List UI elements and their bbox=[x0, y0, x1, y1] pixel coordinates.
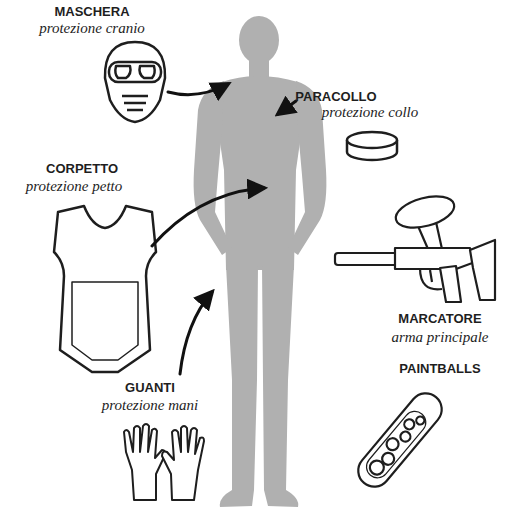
part-description: protezione mani bbox=[102, 397, 199, 413]
player-silhouette-part bbox=[220, 265, 258, 507]
part-name: GUANTI bbox=[125, 380, 175, 395]
part-name-wrap: PAINTBALLS bbox=[399, 361, 480, 376]
part-description: protezione petto bbox=[26, 178, 123, 194]
marker-gun-icon-part bbox=[392, 191, 457, 234]
part-name-wrap: MASCHERA bbox=[54, 4, 129, 19]
gloves-icon-part bbox=[124, 424, 165, 500]
leader-arrows-part bbox=[168, 84, 228, 95]
marker-gun-icon-part bbox=[335, 253, 397, 265]
part-name-wrap: CORPETTO bbox=[46, 161, 118, 176]
vest-icon-part bbox=[54, 206, 156, 372]
part-description-wrap: arma principale bbox=[391, 329, 488, 346]
mask-icon bbox=[105, 42, 165, 122]
part-name: PAINTBALLS bbox=[399, 361, 480, 376]
paintball-tube-icon-part bbox=[402, 417, 416, 431]
leader-arrows-part bbox=[278, 101, 296, 114]
part-description-wrap: protezione mani bbox=[102, 397, 199, 414]
paintball-tube-icon-part bbox=[362, 407, 430, 482]
collar-icon bbox=[347, 132, 397, 160]
player-silhouette-part bbox=[288, 81, 326, 255]
paintball-tube-icon-part bbox=[384, 436, 401, 453]
marker-gun-icon-part bbox=[440, 266, 461, 302]
leader-arrows-part bbox=[152, 188, 264, 246]
part-name: MARCATORE bbox=[398, 311, 481, 326]
mask-icon-part bbox=[109, 62, 161, 82]
mask-icon-part bbox=[122, 96, 148, 110]
part-description: protezione cranio bbox=[39, 20, 145, 36]
paintball-tube-icon bbox=[352, 387, 449, 493]
part-name-wrap: GUANTI bbox=[125, 380, 175, 395]
marker-gun-icon-part bbox=[430, 270, 432, 282]
marker-gun-icon bbox=[335, 191, 495, 302]
vest-icon-part bbox=[72, 282, 138, 360]
part-description: arma principale bbox=[391, 329, 488, 345]
vest-icon bbox=[54, 206, 156, 372]
part-description-wrap: protezione cranio bbox=[39, 20, 145, 37]
paintball-tube-icon-part bbox=[398, 430, 412, 444]
mask-icon-part bbox=[115, 66, 130, 78]
gloves-icon-part bbox=[162, 426, 204, 500]
part-name-wrap: MARCATORE bbox=[398, 311, 481, 326]
marker-gun-icon-part bbox=[420, 268, 442, 289]
paintball-tube-icon-part bbox=[415, 415, 426, 426]
mask-icon-part bbox=[105, 42, 165, 122]
part-description-wrap: protezione petto bbox=[26, 178, 123, 195]
part-description: protezione collo bbox=[322, 104, 419, 120]
paintball-tube-icon-part bbox=[380, 450, 397, 467]
player-silhouette-part bbox=[262, 265, 298, 507]
marker-gun-icon-part bbox=[470, 240, 495, 300]
part-description-wrap: protezione collo bbox=[322, 104, 419, 121]
leader-arrows-part bbox=[180, 292, 212, 374]
collar-icon-part bbox=[347, 132, 397, 148]
mask-icon-part bbox=[140, 66, 155, 78]
paintball-tube-icon-part bbox=[352, 387, 449, 493]
part-name: PARACOLLO bbox=[295, 89, 376, 104]
part-name: CORPETTO bbox=[46, 161, 118, 176]
gloves-icon bbox=[124, 424, 204, 500]
part-name-wrap: PARACOLLO bbox=[295, 89, 376, 104]
marker-gun-icon-part bbox=[395, 248, 475, 269]
player-silhouette-part bbox=[249, 55, 269, 77]
player-silhouette-part bbox=[194, 81, 232, 255]
leader-arrows bbox=[152, 84, 296, 374]
part-name: MASCHERA bbox=[54, 4, 129, 19]
